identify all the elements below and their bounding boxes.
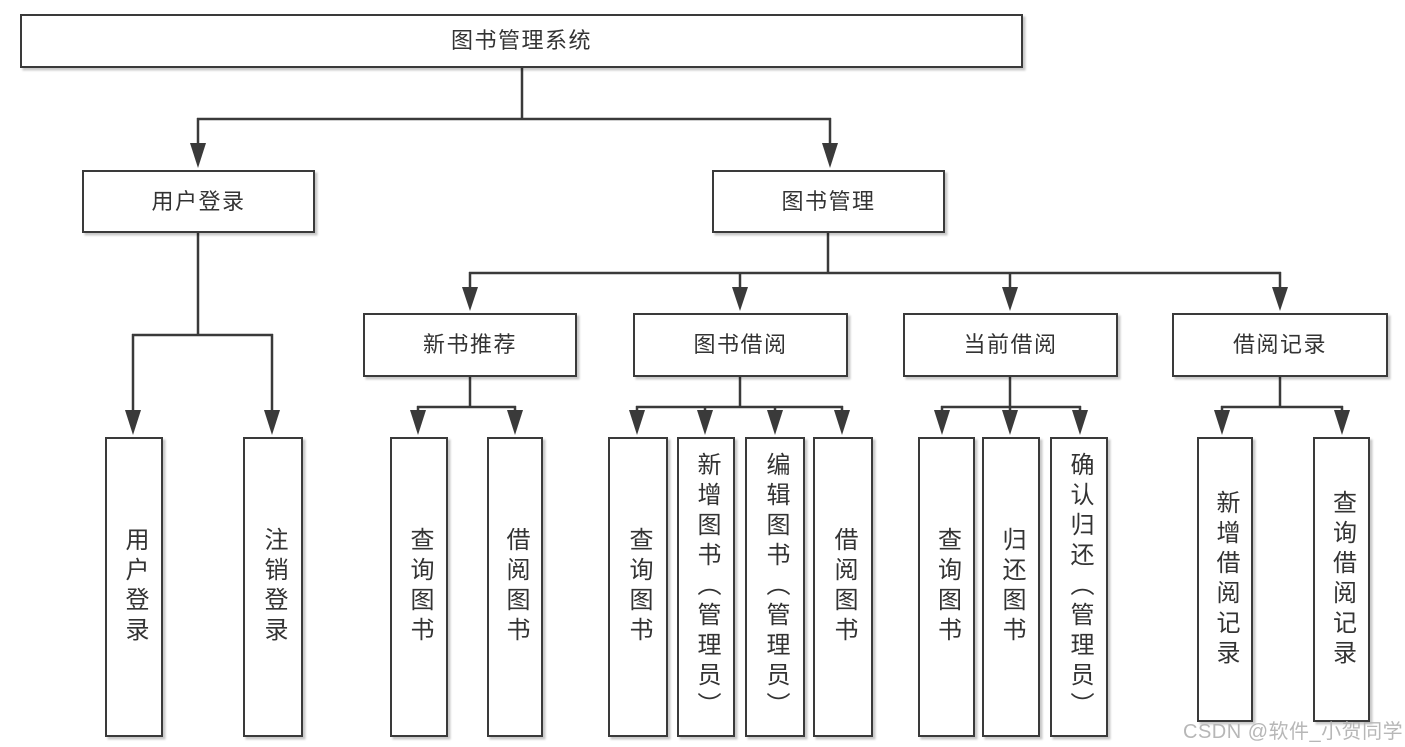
node-label: 借阅图书 bbox=[502, 527, 529, 647]
node-leaf-query-borrow-record: 查询借阅记录 bbox=[1313, 437, 1370, 722]
node-leaf-user-login: 用户登录 bbox=[105, 437, 163, 737]
node-label: 新增图书（管理员） bbox=[693, 452, 720, 722]
node-label: 编辑图书（管理员） bbox=[762, 452, 789, 722]
node-leaf-add-borrow-record: 新增借阅记录 bbox=[1197, 437, 1253, 722]
node-label: 查询图书 bbox=[406, 527, 433, 647]
node-new-book-recommend: 新书推荐 bbox=[363, 313, 577, 377]
node-label: 查询图书 bbox=[933, 527, 961, 647]
node-label: 新书推荐 bbox=[422, 332, 517, 357]
node-leaf-add-book-admin: 新增图书（管理员） bbox=[677, 437, 735, 737]
csdn-watermark: CSDN @软件_小贺同学 bbox=[1183, 721, 1404, 743]
node-label: 查询图书 bbox=[625, 527, 652, 647]
node-label: 图书管理系统 bbox=[450, 28, 592, 53]
node-current-borrowing: 当前借阅 bbox=[903, 313, 1118, 377]
node-label: 借阅图书 bbox=[830, 527, 857, 647]
node-label: 确认归还（管理员） bbox=[1066, 452, 1093, 722]
node-label: 新增借阅记录 bbox=[1212, 489, 1239, 670]
node-label: 查询借阅记录 bbox=[1328, 489, 1356, 670]
node-leaf-query-books-3: 查询图书 bbox=[918, 437, 975, 737]
node-borrowing-records: 借阅记录 bbox=[1172, 313, 1388, 377]
node-leaf-logout: 注销登录 bbox=[243, 437, 303, 737]
node-label: 图书管理 bbox=[781, 188, 876, 214]
node-leaf-query-books-1: 查询图书 bbox=[390, 437, 448, 737]
node-book-management: 图书管理 bbox=[712, 170, 945, 233]
node-leaf-query-books-2: 查询图书 bbox=[608, 437, 668, 737]
node-book-borrowing: 图书借阅 bbox=[633, 313, 848, 377]
node-leaf-borrow-books-1: 借阅图书 bbox=[487, 437, 543, 737]
node-label: 注销登录 bbox=[260, 527, 287, 647]
node-leaf-borrow-books-2: 借阅图书 bbox=[813, 437, 873, 737]
node-label: 用户登录 bbox=[151, 188, 246, 214]
node-label: 用户登录 bbox=[121, 527, 148, 647]
node-leaf-confirm-return-admin: 确认归还（管理员） bbox=[1050, 437, 1108, 737]
node-leaf-return-books: 归还图书 bbox=[982, 437, 1040, 737]
node-user-login: 用户登录 bbox=[82, 170, 315, 233]
node-label: 借阅记录 bbox=[1232, 332, 1327, 357]
node-label: 图书借阅 bbox=[693, 332, 788, 357]
node-label: 当前借阅 bbox=[963, 332, 1058, 357]
node-label: 归还图书 bbox=[998, 527, 1025, 647]
node-leaf-edit-book-admin: 编辑图书（管理员） bbox=[745, 437, 805, 737]
node-library-system: 图书管理系统 bbox=[20, 14, 1023, 68]
